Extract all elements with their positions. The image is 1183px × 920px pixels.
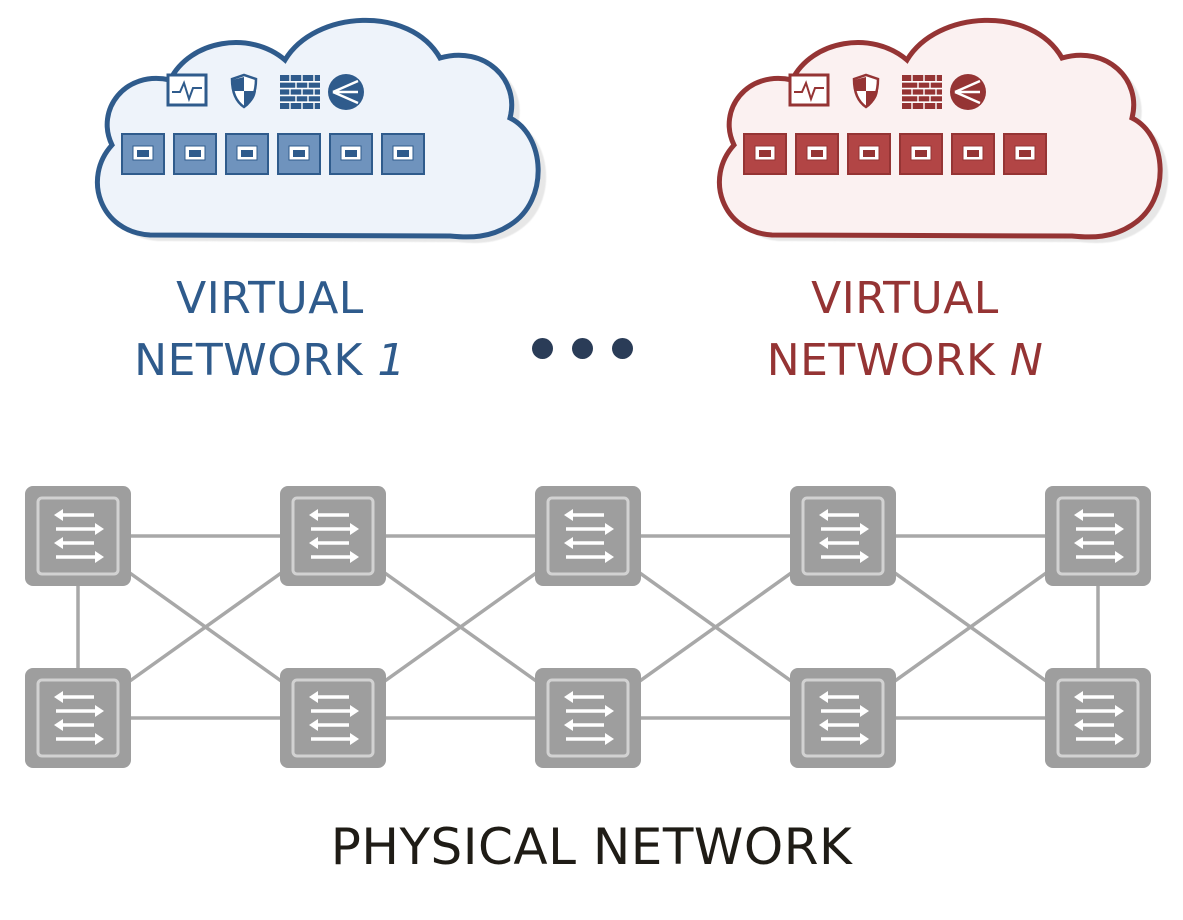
virtual-port-icon — [173, 133, 217, 175]
switch-icon — [25, 486, 131, 586]
virtual-port-icon — [743, 133, 787, 175]
switch-icon — [25, 668, 131, 768]
load-balancer-icon — [328, 74, 364, 110]
virtual-port-icon — [381, 133, 425, 175]
ellipsis-dot — [532, 338, 553, 359]
shield-icon — [230, 73, 258, 109]
switch-icon — [280, 486, 386, 586]
virtual-port-icon — [225, 133, 269, 175]
switch-icon — [790, 486, 896, 586]
switch-icon — [1045, 668, 1151, 768]
ellipsis-dot — [572, 338, 593, 359]
virtual-port-icon — [277, 133, 321, 175]
virtual-port-icon — [795, 133, 839, 175]
virtual-port-icon — [121, 133, 165, 175]
load-balancer-icon — [950, 74, 986, 110]
virtual-network-1-label: VIRTUAL NETWORK 1 — [90, 268, 450, 392]
switch-icon — [790, 668, 896, 768]
physical-switches-layer — [25, 486, 1151, 768]
monitor-icon — [788, 73, 830, 107]
virtual-port-icon — [951, 133, 995, 175]
virtual-network-1-line1: VIRTUAL — [176, 273, 364, 324]
virtual-network-n-line1: VIRTUAL — [811, 273, 999, 324]
switch-icon — [535, 486, 641, 586]
virtual-networks-layer — [94, 17, 1169, 243]
monitor-icon — [166, 73, 208, 107]
switch-icon — [280, 668, 386, 768]
shield-icon — [852, 73, 880, 109]
firewall-icon — [280, 75, 320, 109]
virtual-port-icon — [899, 133, 943, 175]
firewall-icon — [902, 75, 942, 109]
virtual-network-cloud — [716, 17, 1169, 243]
virtual-network-n-line2: NETWORK — [766, 335, 996, 386]
virtual-network-n-label: VIRTUAL NETWORK N — [715, 268, 1095, 392]
switch-icon — [1045, 486, 1151, 586]
virtual-port-icon — [1003, 133, 1047, 175]
virtual-network-1-index: 1 — [377, 335, 406, 386]
virtual-port-icon — [329, 133, 373, 175]
ellipsis-dot — [612, 338, 633, 359]
cloud-icon — [716, 17, 1163, 240]
virtual-network-n-index: N — [1009, 335, 1044, 386]
cloud-icon — [94, 17, 541, 240]
virtual-port-icon — [847, 133, 891, 175]
virtual-network-1-line2: NETWORK — [134, 335, 363, 386]
more-networks-ellipsis — [528, 338, 638, 362]
physical-network-label: PHYSICAL NETWORK — [330, 818, 853, 876]
switch-icon — [535, 668, 641, 768]
virtual-network-cloud — [94, 17, 547, 243]
